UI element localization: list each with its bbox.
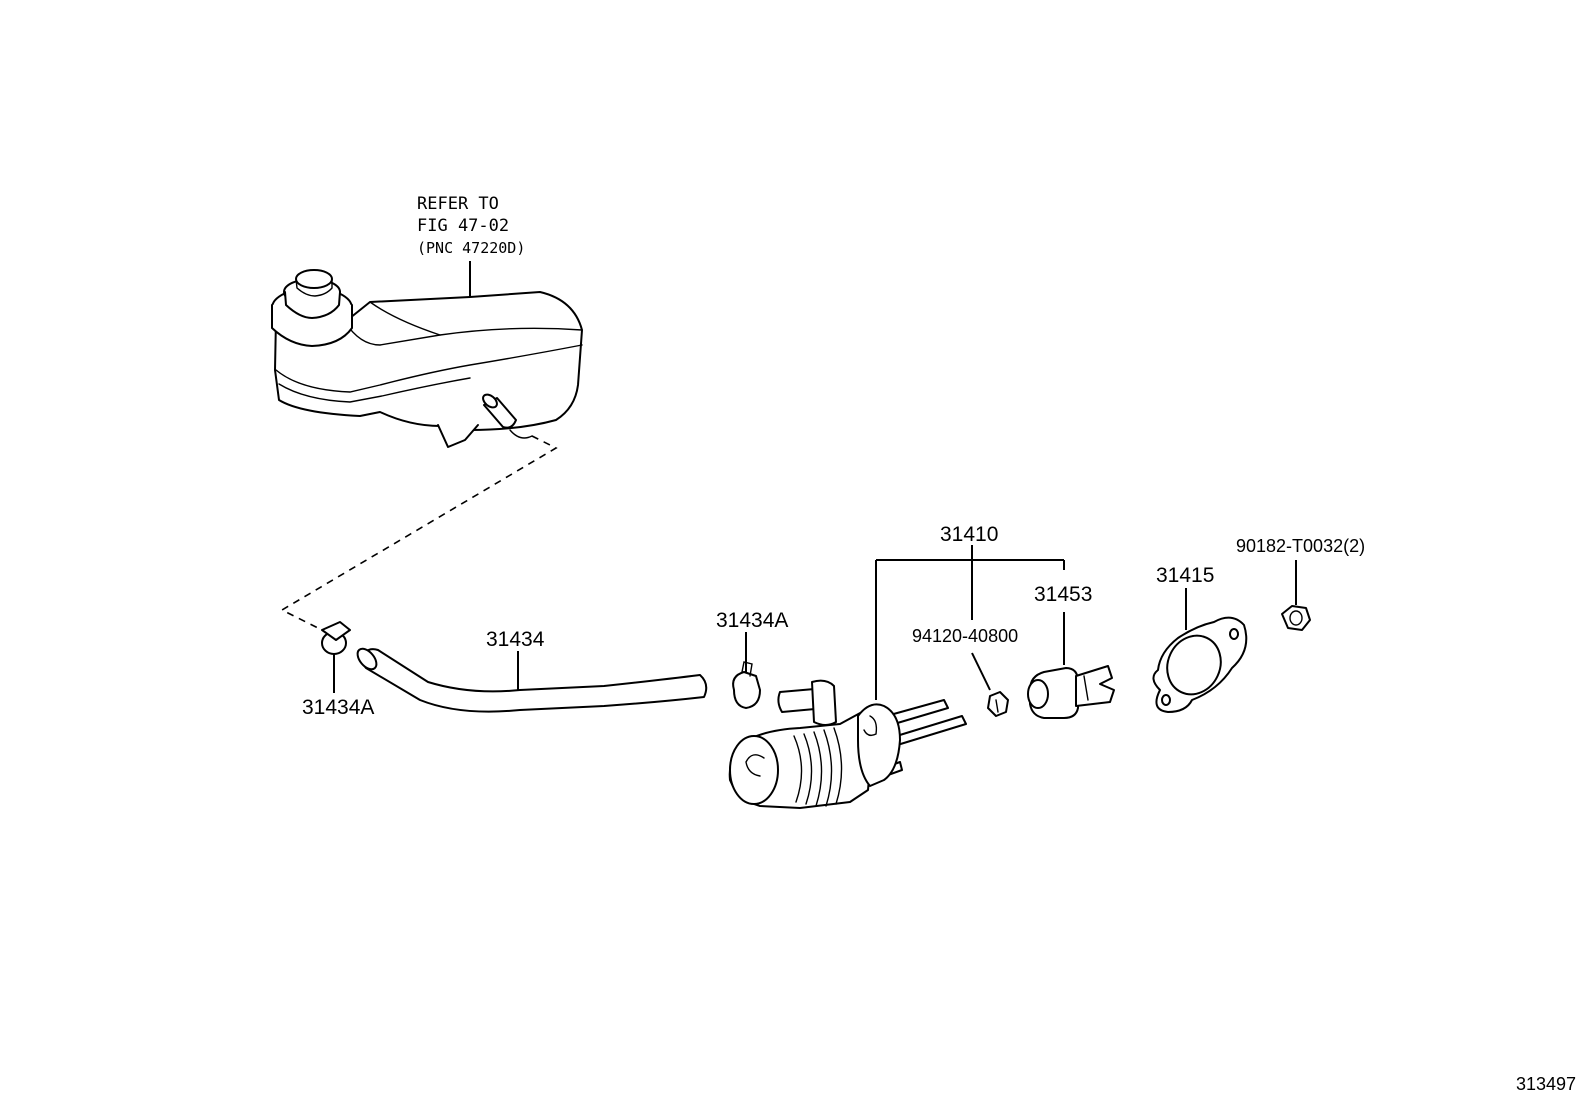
master-cylinder-illustration <box>728 545 1065 809</box>
clamp-left-illustration <box>321 621 351 693</box>
reference-note-line3: (PNC 47220D) <box>417 239 525 257</box>
clevis-illustration <box>1027 612 1115 719</box>
gasket-illustration <box>1152 588 1248 713</box>
connection-dashed-line <box>280 435 558 631</box>
reference-note-line1: REFER TO <box>417 194 499 214</box>
callout-master-cylinder: 31410 <box>940 523 998 546</box>
callout-retainer-nut: 90182-T0032(2) <box>1236 536 1365 556</box>
callout-gasket: 31415 <box>1156 564 1214 587</box>
hose-illustration <box>356 647 708 713</box>
retainer-nut-illustration <box>1281 560 1311 631</box>
reservoir-tank-illustration <box>271 269 583 448</box>
callout-hose: 31434 <box>486 628 545 651</box>
callout-clamp-left: 31434A <box>302 696 374 719</box>
callout-clamp-right: 31434A <box>716 609 788 632</box>
nut-illustration <box>971 560 1009 717</box>
reference-note: REFER TO FIG 47-02 (PNC 47220D) <box>417 194 525 297</box>
figure-number: 313497 <box>1516 1074 1576 1094</box>
clamp-right-illustration <box>732 632 761 709</box>
reference-note-line2: FIG 47-02 <box>417 216 509 236</box>
callout-clevis: 31453 <box>1034 583 1092 606</box>
callout-nut: 94120-40800 <box>912 626 1018 646</box>
